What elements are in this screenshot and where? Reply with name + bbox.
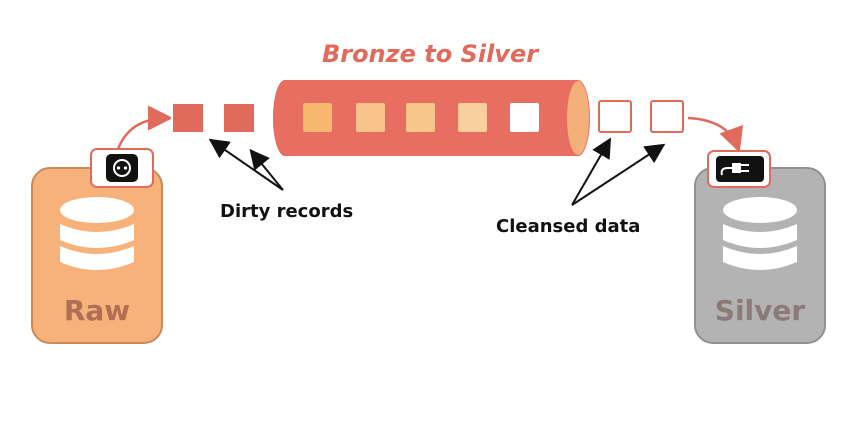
pointer-arrow [571, 137, 612, 206]
dirty-records-label: Dirty records [220, 201, 354, 222]
pointer-arrow [208, 138, 284, 191]
pipe-record-2 [356, 103, 385, 132]
dirty-record-2 [222, 102, 256, 134]
pointer-arrow [249, 148, 284, 191]
pointer-arrow [571, 143, 666, 206]
plug-icon [707, 150, 771, 188]
raw-label: Raw [63, 294, 131, 327]
cleansed-data-label: Cleansed data [496, 216, 641, 237]
database-icon [723, 197, 797, 270]
socket-icon [90, 148, 154, 188]
raw-database [31, 167, 163, 344]
clean-record-2 [650, 100, 684, 133]
flow-arrow-out [687, 116, 744, 153]
silver-database [694, 167, 826, 344]
database-icon [60, 197, 134, 270]
silver-label: Silver [714, 294, 806, 327]
dirty-record-1 [171, 102, 205, 134]
pipe-record-3 [406, 103, 435, 132]
flow-arrow-in [116, 105, 173, 150]
diagram-title: Bronze to Silver [321, 40, 539, 68]
clean-record-1 [598, 100, 632, 133]
pipe-record-5 [510, 103, 539, 132]
pipe-record-4 [458, 103, 487, 132]
pipe-record-1 [303, 103, 332, 132]
